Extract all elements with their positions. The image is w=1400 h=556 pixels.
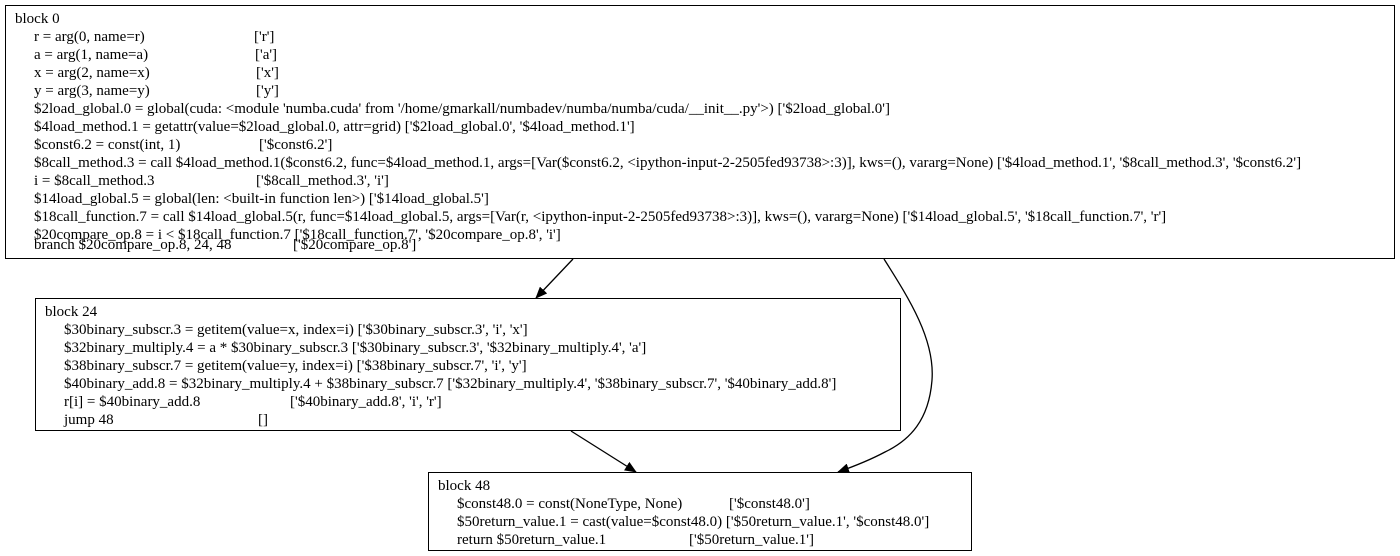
code-text: $const6.2 = const(int, 1) <box>34 137 181 153</box>
deps-text: ['$50return_value.1'] <box>689 532 814 548</box>
code-text: i = $8call_method.3 <box>34 173 155 189</box>
deps-text: ['r'] <box>254 29 275 45</box>
code-text: $30binary_subscr.3 = getitem(value=x, in… <box>64 322 528 338</box>
code-text: $20compare_op.8 = i < $18call_function.7… <box>34 227 561 243</box>
block-24: block 24 $30binary_subscr.3 = getitem(va… <box>35 298 901 431</box>
deps-text: ['x'] <box>256 65 279 81</box>
edge-block24-to-block48 <box>570 430 637 473</box>
code-text: branch $20compare_op.8, 24, 48 <box>34 237 232 253</box>
code-text: $2load_global.0 = global(cuda: <module '… <box>34 101 890 117</box>
code-text: $50return_value.1 = cast(value=$const48.… <box>457 514 930 530</box>
block-title: block 48 <box>438 478 491 494</box>
code-text: $32binary_multiply.4 = a * $30binary_sub… <box>64 340 647 356</box>
code-text: $18call_function.7 = call $14load_global… <box>34 209 1167 225</box>
code-text: y = arg(3, name=y) <box>34 83 150 99</box>
code-text: $38binary_subscr.7 = getitem(value=y, in… <box>64 358 527 374</box>
deps-text: ['$8call_method.3', 'i'] <box>256 173 389 189</box>
block-title: block 24 <box>45 304 98 320</box>
deps-text: ['y'] <box>256 83 279 99</box>
code-text: $14load_global.5 = global(len: <built-in… <box>34 191 489 207</box>
code-text: $4load_method.1 = getattr(value=$2load_g… <box>34 119 635 135</box>
code-text: x = arg(2, name=x) <box>34 65 150 81</box>
edge-block0-to-block24 <box>535 258 574 299</box>
code-text: r = arg(0, name=r) <box>34 29 145 45</box>
block-title: block 0 <box>15 11 60 27</box>
deps-text: ['$const48.0'] <box>729 496 810 512</box>
block-48: block 48 $const48.0 = const(NoneType, No… <box>428 472 972 551</box>
deps-text: [] <box>258 412 268 428</box>
code-text: return $50return_value.1 <box>457 532 607 548</box>
block-0: block 0 r = arg(0, name=r) ['r'] a = arg(… <box>5 5 1395 259</box>
code-text: a = arg(1, name=a) <box>34 47 149 63</box>
code-text: r[i] = $40binary_add.8 <box>64 394 201 410</box>
code-text: $40binary_add.8 = $32binary_multiply.4 +… <box>64 376 837 392</box>
code-text: $8call_method.3 = call $4load_method.1($… <box>34 155 1302 171</box>
code-text: jump 48 <box>64 412 114 428</box>
code-text: $const48.0 = const(NoneType, None) <box>457 496 683 512</box>
deps-text: ['$20compare_op.8'] <box>293 237 417 253</box>
deps-text: ['a'] <box>255 47 278 63</box>
deps-text: ['$const6.2'] <box>259 137 333 153</box>
deps-text: ['$40binary_add.8', 'i', 'r'] <box>290 394 442 410</box>
